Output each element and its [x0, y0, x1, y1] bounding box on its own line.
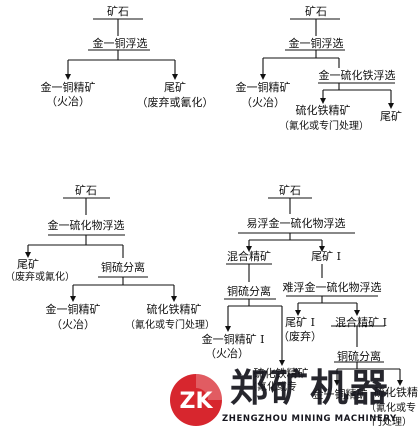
flow-b-pyrite-flotation: 金一硫化铁浮选 — [318, 69, 396, 82]
flow-d-fes-dest-1: （氰化或专 — [247, 382, 297, 393]
flow-c-fes-concentrate: 硫化铁精矿 — [146, 303, 202, 316]
watermark-name-zh: 郑矿机器 — [230, 366, 391, 410]
flow-a-flotation: 金一铜浮选 — [92, 37, 148, 50]
flow-a-lines — [65, 18, 178, 80]
flow-c-cu-dest: （火冶） — [51, 318, 95, 331]
watermark-name-en: ZHENGZHOU MINING MACHINERY — [222, 414, 397, 424]
flow-d-tailings-2: 尾矿 I — [285, 316, 315, 329]
flow-d-easy-flotation: 易浮金一硫化物浮选 — [246, 217, 346, 230]
flow-c-tailings-dest: （废弃或氰化） — [5, 272, 75, 283]
flow-c-separation: 铜硫分离 — [101, 261, 145, 274]
logo-text: ZK — [180, 389, 214, 414]
flow-b-concentrate-dest: （火冶） — [241, 96, 285, 109]
flow-c-flotation: 金一硫化物浮选 — [47, 219, 125, 232]
zk-logo-icon: ZK — [170, 374, 222, 426]
flow-a-tailings: 尾矿 — [164, 81, 186, 94]
flow-b-pyrite-concentrate: 硫化铁精矿 — [295, 104, 351, 117]
flow-b-tailings: 尾矿 — [380, 110, 402, 123]
flow-b-ore: 矿石 — [305, 5, 327, 18]
flow-d-hard-flotation: 难浮金一硫化物浮选 — [282, 281, 382, 294]
flow-a-ore: 矿石 — [107, 5, 129, 18]
flow-d-cu-concentrate-1: 金一铜精矿 I — [201, 333, 265, 346]
flow-d-fes-dest-2: （氰化或专 — [366, 403, 416, 414]
flow-b-pyrite-dest: （氰化或专门处理） — [279, 121, 369, 132]
flow-b-lines — [260, 18, 395, 109]
flow-a-tailings-dest: （废弃或氰化） — [136, 96, 214, 109]
flow-b-flotation: 金一铜浮选 — [288, 37, 344, 50]
flow-c-lines — [25, 197, 177, 302]
flow-d-fes-concentrate-1: 硫化铁精矿 — [253, 367, 309, 380]
flow-d-separation-2: 铜硫分离 — [337, 350, 381, 363]
flow-d-bulk-concentrate-2: 混合精矿 I — [335, 316, 387, 329]
flow-d-lines — [224, 197, 403, 386]
flow-d-fes-dest-2b: 门处理） — [372, 417, 412, 428]
flow-b-concentrate: 金一铜精矿 — [235, 81, 291, 94]
flow-c-ore: 矿石 — [75, 184, 97, 197]
flow-d-cu-dest-1: （火冶） — [205, 347, 249, 360]
flow-d-tailings-2-dest: （废弃） — [278, 330, 322, 343]
flow-d-bulk-concentrate: 混合精矿 — [227, 250, 271, 263]
flow-d-ore: 矿石 — [279, 184, 301, 197]
flow-c-fes-dest: （氰化或专门处理） — [125, 320, 215, 331]
flow-d-fes-concentrate-2: 硫化铁精 — [374, 386, 418, 399]
watermark: ZK 郑矿机器 ZHENGZHOU MINING MACHINERY — [158, 366, 420, 443]
flow-a-concentrate: 金一铜精矿 — [40, 81, 96, 94]
flow-d-tailings-1: 尾矿 I — [311, 250, 341, 263]
flow-c-tailings: 尾矿 — [17, 258, 39, 271]
flow-a-concentrate-dest: （火冶） — [46, 95, 90, 108]
flow-c-cu-concentrate: 金一铜精矿 — [45, 303, 101, 316]
flow-d-cu-concentrate-2: 金一铜精矿 — [312, 388, 368, 401]
flow-d-separation-1: 铜硫分离 — [227, 285, 271, 298]
